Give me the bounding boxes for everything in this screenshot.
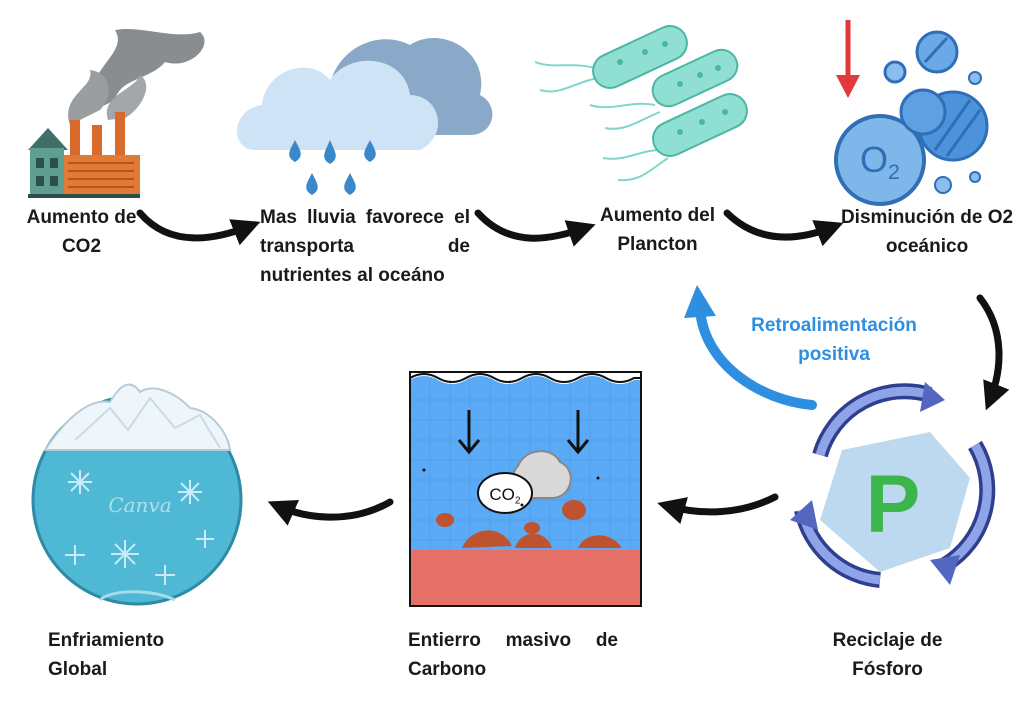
phosphorus-cycle-icon: P — [790, 382, 996, 588]
arrow-co2-to-rain — [136, 209, 261, 246]
arrow-burial-to-cooling — [267, 498, 394, 526]
co2-symbol: CO2 — [489, 485, 521, 506]
phosphorus-symbol: P — [866, 459, 921, 550]
rain-cloud-icon — [237, 38, 493, 195]
label-positive-feedback: Retroalimentación positiva — [751, 315, 917, 365]
flow-arrows — [136, 209, 1010, 526]
o2-bubbles-icon: O2 — [834, 20, 989, 206]
arrow-rain-to-plankton — [474, 209, 596, 247]
label-o2-decrease: Disminución de O2 oceánico — [840, 207, 1014, 257]
carbon-burial-icon: CO2 — [409, 371, 642, 607]
watermark-text: Canva — [108, 493, 171, 517]
frozen-globe-icon: Canva — [31, 383, 243, 606]
label-phosphorus-recycling: Reciclaje de Fósforo — [832, 630, 943, 680]
label-co2-increase: Aumento de CO2 — [26, 207, 137, 257]
plankton-icon — [534, 25, 748, 182]
arrow-plankton-to-o2 — [723, 209, 844, 247]
factory-icon — [28, 28, 205, 198]
label-plankton-increase: Aumento del Plancton — [599, 205, 716, 255]
label-global-cooling: Enfriamiento Global — [48, 630, 165, 680]
label-carbon-burial: Entierro masivo de Carbono — [408, 630, 618, 680]
feedback-arrow — [684, 285, 817, 410]
arrow-phosphorus-to-burial — [657, 493, 779, 525]
label-rain-nutrients: Mas lluvia favorece el transporta de nut… — [260, 207, 470, 286]
arrow-o2-to-phosphorus — [976, 294, 1010, 411]
